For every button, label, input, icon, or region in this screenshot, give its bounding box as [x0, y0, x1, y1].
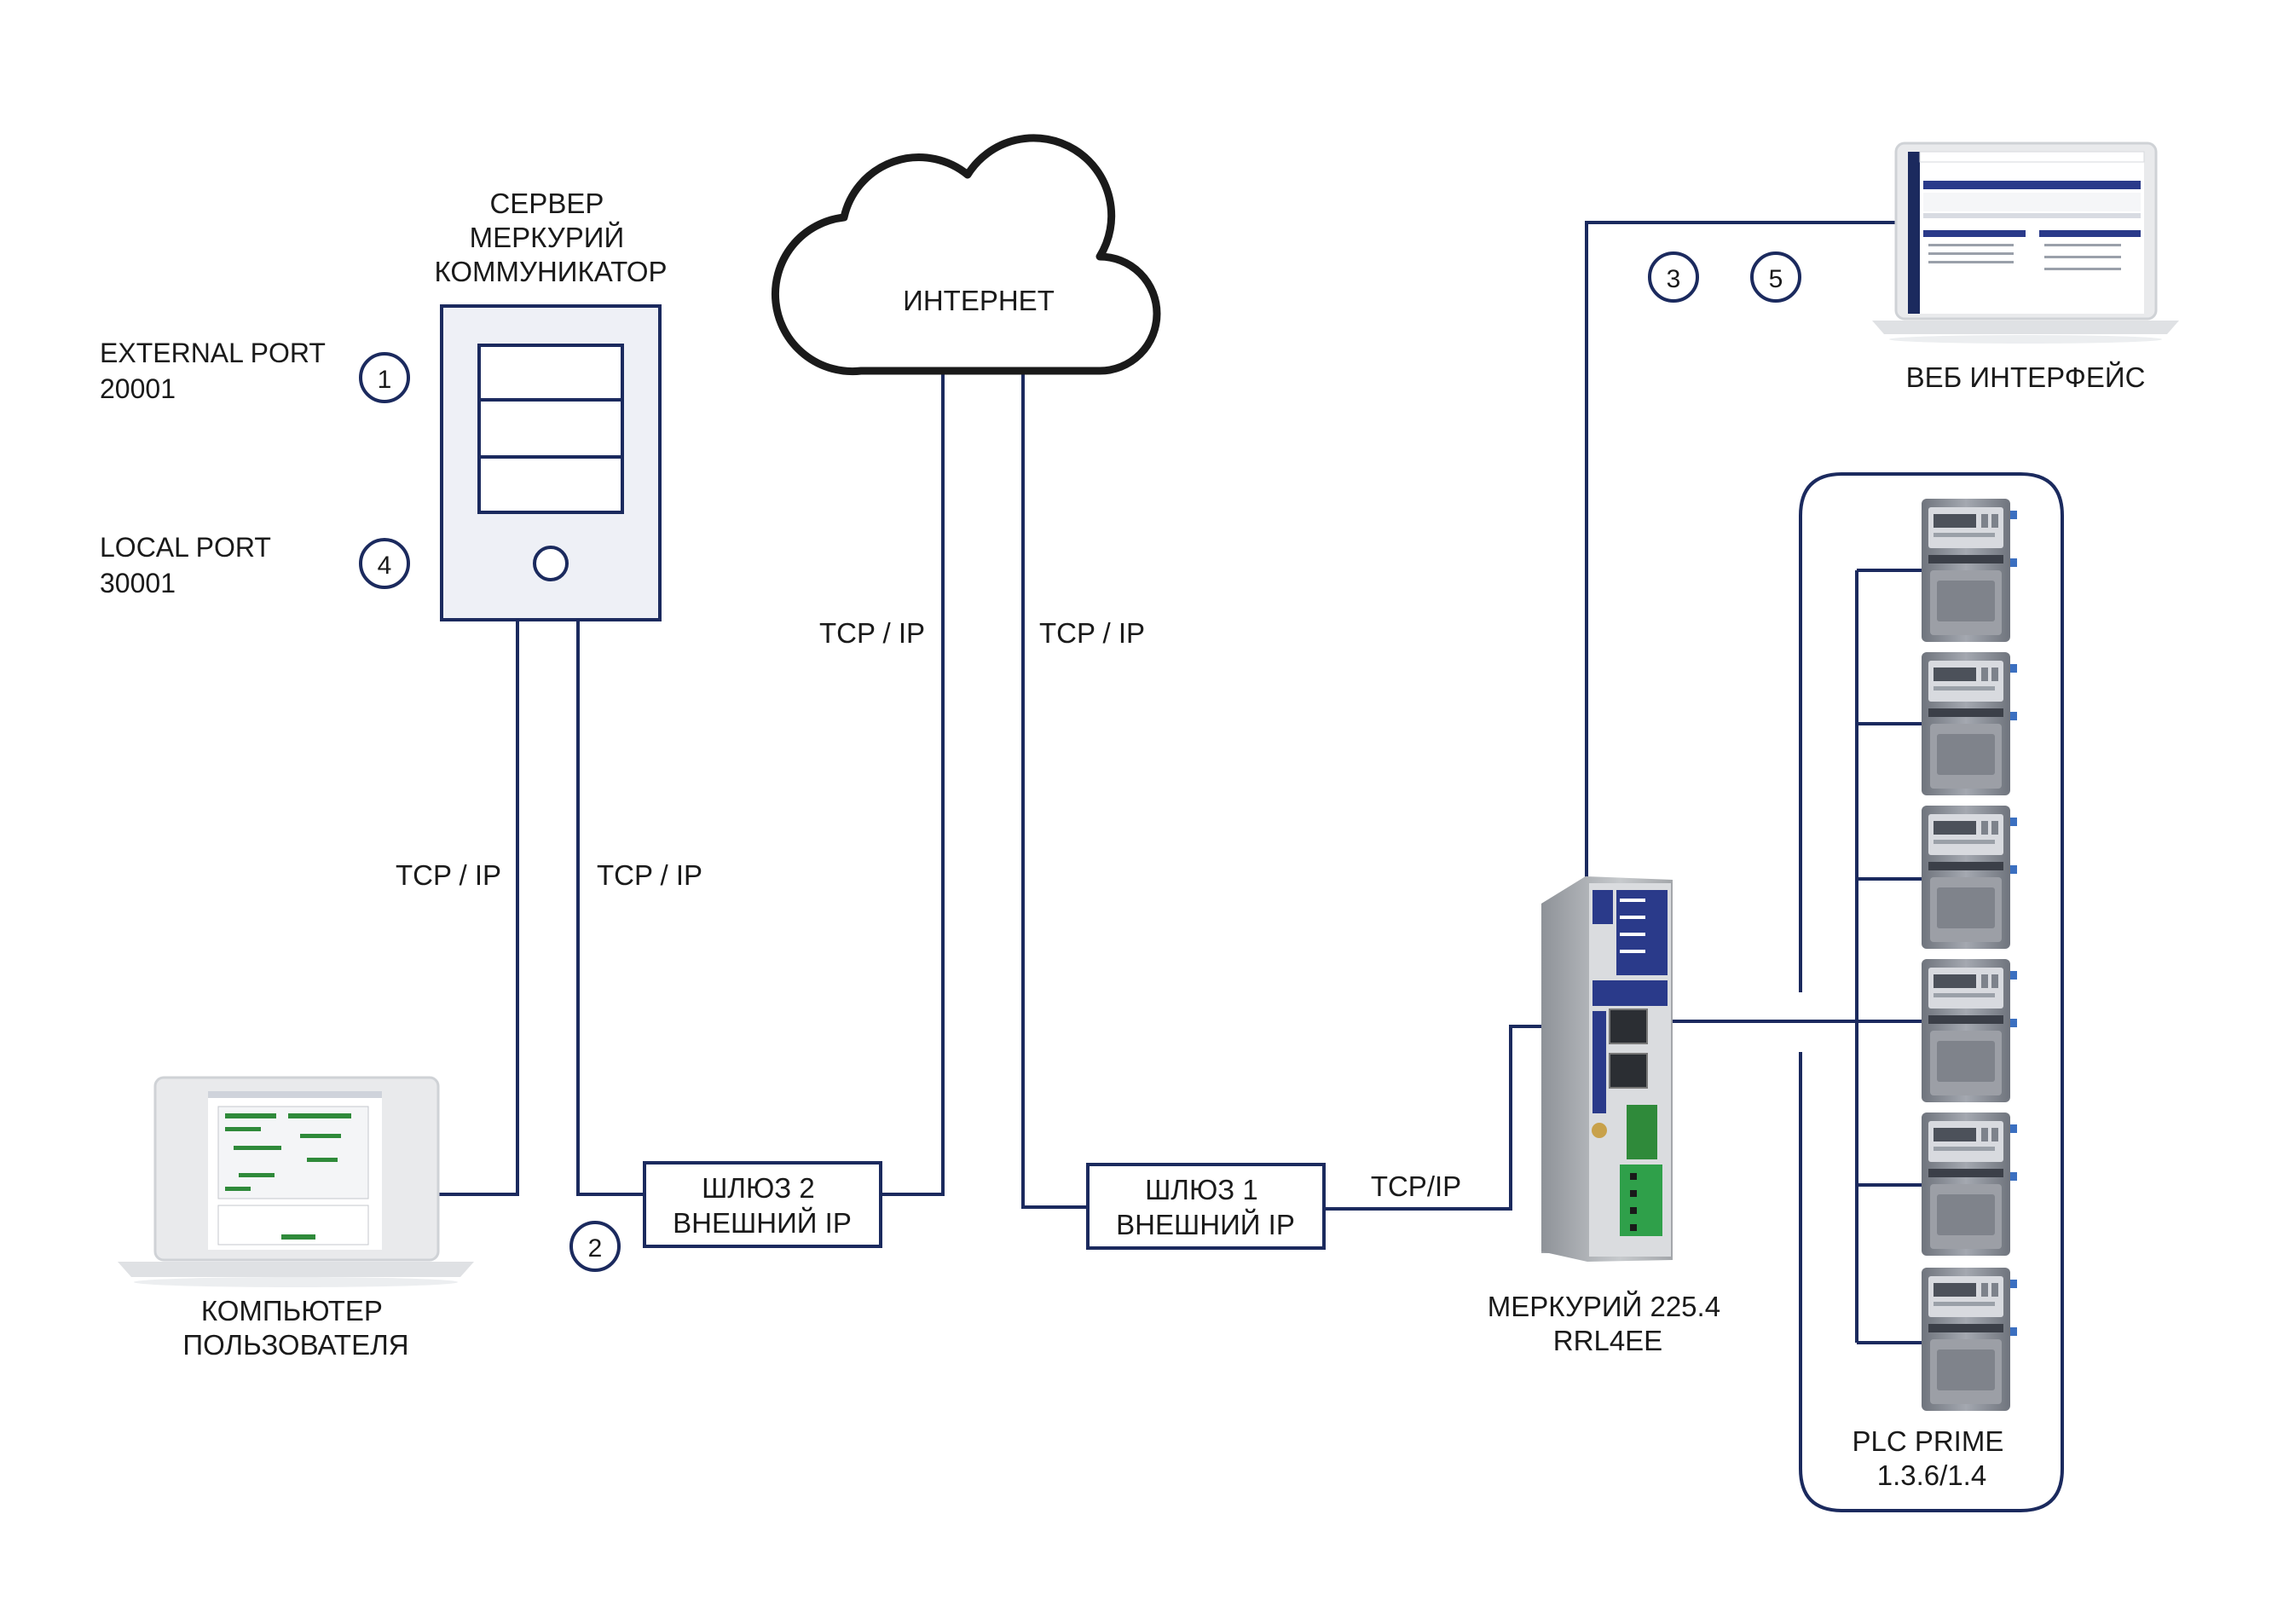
link-label-pc-server-a: TCP / IP — [396, 859, 501, 891]
internet-cloud: ИНТЕРНЕТ — [771, 134, 1161, 376]
electricity-meter-3 — [1922, 806, 2017, 949]
mercury-device — [1541, 876, 1673, 1262]
user-pc-label: КОМПЬЮТЕР ПОЛЬЗОВАТЕЛЯ — [182, 1295, 408, 1361]
line-gw1-device — [1324, 1025, 1541, 1211]
device-ethernet-port-1 — [1609, 1008, 1648, 1044]
cloud-shape — [771, 134, 1161, 376]
connection-lines — [437, 221, 2064, 1512]
svg-text:5: 5 — [1769, 265, 1783, 293]
electricity-meter-1 — [1922, 499, 2017, 642]
marker-4: 4 — [359, 538, 410, 589]
server-bay — [477, 344, 624, 514]
line-pc-server-a — [437, 620, 519, 1196]
electricity-meter-6 — [1922, 1268, 2017, 1411]
server-power-icon — [533, 546, 569, 581]
link-label-gw1-device: TCP/IP — [1371, 1170, 1461, 1202]
server-node: СЕРВЕР МЕРКУРИЙ КОММУНИКАТОР — [434, 188, 668, 621]
marker-2: 2 — [569, 1221, 621, 1272]
device-ethernet-port-2 — [1609, 1053, 1648, 1089]
web-interface-label: ВЕБ ИНТЕРФЕЙС — [1906, 361, 2146, 393]
electricity-meter-5 — [1922, 1113, 2017, 1256]
line-server-gw2 — [576, 620, 645, 1196]
marker-3: 3 — [1648, 251, 1699, 303]
svg-text:1: 1 — [378, 366, 392, 394]
line-gw2-internet — [881, 373, 945, 1196]
link-label-internet-gw1: TCP / IP — [1039, 617, 1145, 649]
plc-group-frame — [1799, 472, 2064, 1512]
gateway-2: ШЛЮЗ 2 ВНЕШНИЙ IP — [643, 1161, 882, 1248]
local-port-label: LOCAL PORT 30001 — [100, 532, 278, 598]
electricity-meter-2 — [1922, 652, 2017, 795]
marker-5: 5 — [1750, 251, 1801, 303]
plc-label: PLC PRIME 1.3.6/1.4 — [1852, 1425, 2011, 1491]
device-label: МЕРКУРИЙ 225.4 RRL4EE — [1488, 1291, 1728, 1356]
svg-text:4: 4 — [378, 552, 392, 580]
cloud-label: ИНТЕРНЕТ — [903, 285, 1055, 316]
line-internet-gw1 — [1021, 373, 1088, 1209]
link-label-pc-server-b: TCP / IP — [597, 859, 702, 891]
line-device-web — [1585, 221, 1908, 880]
svg-text:2: 2 — [588, 1234, 603, 1263]
svg-text:ШЛЮЗ 2 ВНЕШНИЙ IP: ШЛЮЗ 2 ВНЕШНИЙ IP — [673, 1172, 852, 1239]
svg-text:3: 3 — [1667, 265, 1681, 293]
link-label-gw2-internet: TCP / IP — [819, 617, 925, 649]
meter-group — [1922, 499, 2017, 1411]
gateway-1: ШЛЮЗ 1 ВНЕШНИЙ IP — [1086, 1163, 1326, 1250]
server-title: СЕРВЕР МЕРКУРИЙ КОММУНИКАТОР — [434, 188, 667, 287]
device-antenna-connector — [1592, 1123, 1607, 1138]
marker-1: 1 — [359, 352, 410, 403]
svg-text:ШЛЮЗ 1 ВНЕШНИЙ IP: ШЛЮЗ 1 ВНЕШНИЙ IP — [1116, 1174, 1295, 1240]
electricity-meter-4 — [1922, 959, 2017, 1102]
external-port-label: EXTERNAL PORT 20001 — [100, 338, 332, 404]
web-interface-laptop — [1872, 142, 2179, 344]
device-terminal-block — [1627, 1105, 1657, 1159]
user-laptop — [118, 1076, 474, 1287]
